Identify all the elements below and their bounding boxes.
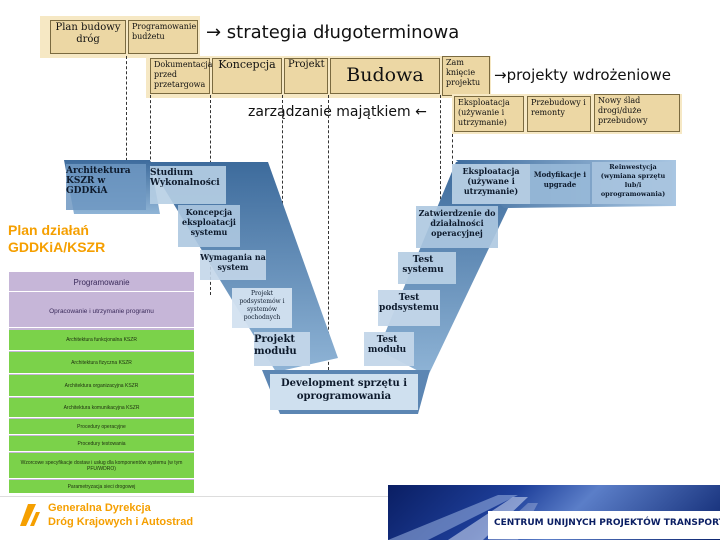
v-wymagania-label: Wymagania na system <box>200 252 266 272</box>
sidebar-item-specyfikacje: Wzorcowe specyfikacje dostaw i usług dla… <box>9 453 194 479</box>
box-plan-budowy: Plan budowy dróg <box>50 20 126 54</box>
panel-test-sys <box>398 252 456 284</box>
box-nowy-slad-label: Nowy ślad drogi/duże przebudowy <box>598 96 648 125</box>
v-reinw-label: Reinwestycja (wymiana sprzętu lub/i opro… <box>600 163 666 198</box>
sidebar-item-arch-komunikacyjna: Architektura komunikacyjna KSZR <box>9 398 194 418</box>
box-eksploatacja-top-label: Eksploatacja (używanie i utrzymanie) <box>458 98 510 127</box>
cupt-name: CENTRUM UNIJNYCH PROJEKTÓW TRANSPORTOWYC… <box>494 518 720 528</box>
cupt-text-panel <box>488 511 720 539</box>
guide-5 <box>328 95 329 375</box>
box-koncepcja-label: Koncepcja <box>218 58 276 71</box>
sidebar-item-procedury-operacyjne: Procedury operacyjne <box>9 419 194 435</box>
panel-modyf <box>530 164 590 204</box>
panel-test-mod <box>364 332 414 366</box>
panel-eksp <box>452 164 530 204</box>
sidebar-header: Programowanie <box>9 274 194 292</box>
guide-2 <box>150 95 151 185</box>
label-wdrozeniowe: →projekty wdrożeniowe <box>494 66 671 84</box>
sidebar-item-arch-organizacyjna: Architektura organizacyjna KSZR <box>9 375 194 397</box>
plan-title: Plan działań GDDKiA/KSZR <box>8 222 106 255</box>
panel-zatw <box>416 206 498 248</box>
box-przebudowy: Przebudowy i remonty <box>527 96 591 132</box>
v-test-pod-label: Test podsystemu <box>379 293 439 313</box>
panel-projekt-sys <box>232 288 292 328</box>
sidebar-item-arch-fizyczna: Architektura fizyczna KSZR <box>9 352 194 374</box>
v-development-label: Development sprzętu i oprogramowania <box>280 378 408 402</box>
v-arch-label: Architektura KSZR w GDDKiA <box>66 166 131 196</box>
guide-6 <box>440 95 441 255</box>
footer-divider <box>0 496 720 497</box>
panel-arch <box>66 164 146 210</box>
label-strategia: → strategia długoterminowa <box>206 22 460 43</box>
panel-wymagania <box>200 250 266 280</box>
v-eksp-label: Eksploatacja (używane i utrzymanie) <box>462 166 520 196</box>
gddkia-logo-icon <box>14 500 42 530</box>
v-test-mod-label: Test modułu <box>367 335 407 355</box>
panel-studium <box>150 166 226 204</box>
sidebar-item-arch-funkcjonalna: Architektura funkcjonalna KSZR <box>9 330 194 351</box>
v-studium-label: Studium Wykonalności <box>150 168 220 188</box>
panel-koncepcja <box>178 205 240 247</box>
box-koncepcja: Koncepcja <box>212 58 282 94</box>
v-projekt-sys-label: Projekt podsystemów i systemów pochodnyc… <box>239 290 285 321</box>
v-projekt-mod-label: Projekt modułu <box>254 334 297 357</box>
gddkia-name-line1: Generalna Dyrekcja <box>48 502 151 514</box>
gddkia-name-line2: Dróg Krajowych i Autostrad <box>48 516 194 528</box>
box-programowanie-label: Programowanie budżetu <box>132 22 197 41</box>
guide-1 <box>126 56 127 166</box>
box-plan-budowy-label: Plan budowy dróg <box>55 22 121 45</box>
box-programowanie: Programowanie budżetu <box>128 20 198 54</box>
panel-development <box>270 374 418 410</box>
box-przebudowy-label: Przebudowy i remonty <box>531 98 586 117</box>
sidebar-item-parametryzacja: Parametryzacja sieci drogowej <box>9 480 194 494</box>
box-projekt-label: Projekt <box>288 59 325 70</box>
box-projekt: Projekt <box>284 58 328 94</box>
guide-7 <box>452 134 453 164</box>
cupt-banner: CENTRUM UNIJNYCH PROJEKTÓW TRANSPORTOWYC… <box>388 485 720 540</box>
panel-projekt-mod <box>254 332 310 366</box>
box-zamkniecie-label: Zam knięcie projektu <box>446 58 481 87</box>
label-zarzadzanie: zarządzanie majątkiem ← <box>248 104 427 120</box>
panel-test-pod <box>378 290 440 326</box>
box-nowy-slad: Nowy ślad drogi/duże przebudowy <box>594 94 680 132</box>
box-eksploatacja-top: Eksploatacja (używanie i utrzymanie) <box>454 96 524 132</box>
sidebar-item-procedury-testowania: Procedury testowania <box>9 436 194 452</box>
box-dokumentacja: Dokumentacja przed przetargowa <box>150 58 213 94</box>
box-zamkniecie: Zam knięcie projektu <box>442 56 490 96</box>
v-zatw-label: Zatwierdzenie do działalności operacyjne… <box>418 208 496 238</box>
sidebar-subheader: Opracowanie i utrzymanie programu <box>9 296 194 328</box>
panel-reinw <box>592 162 672 204</box>
box-dokumentacja-label: Dokumentacja przed przetargowa <box>154 60 213 89</box>
v-koncepcja-label: Koncepcja eksploatacji systemu <box>182 207 236 237</box>
v-modyf-label: Modyfikacje i upgrade <box>533 170 587 189</box>
box-budowa-label: Budowa <box>346 64 424 86</box>
v-test-sys-label: Test systemu <box>402 255 444 275</box>
box-budowa: Budowa <box>330 58 440 94</box>
